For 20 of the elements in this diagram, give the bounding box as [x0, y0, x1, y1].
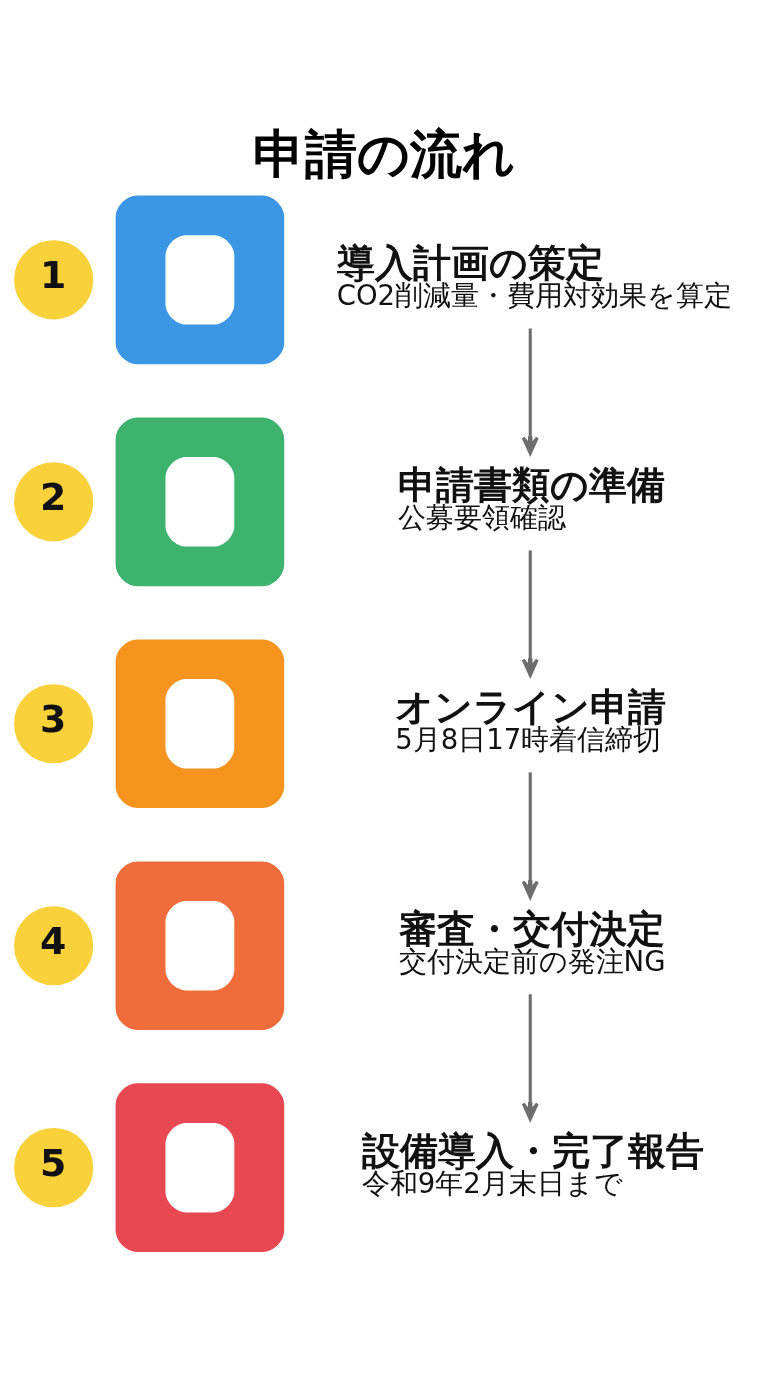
node-text: オンライン申請 5月8日17時着信締切: [395, 684, 667, 755]
node-circle: 2: [14, 461, 94, 541]
arrow: [521, 549, 539, 677]
node-circle: 3: [14, 683, 94, 763]
arrow: [521, 993, 539, 1121]
node-text: 設備導入・完了報告 令和9年2月末日まで: [361, 1128, 704, 1199]
arrow: [521, 771, 539, 899]
node-picture: [115, 638, 285, 808]
node-picture: [115, 417, 285, 586]
diagram-title: 申請の流れ: [253, 123, 516, 184]
node-picture: [115, 195, 285, 364]
node-text: 申請書類の準備 公募要領確認: [397, 462, 665, 533]
node-picture: [115, 1082, 285, 1252]
node-circle: 5: [14, 1127, 94, 1207]
node-text: 審査・交付決定 交付決定前の発注NG: [398, 906, 666, 977]
arrow: [521, 327, 539, 455]
node-circle: 1: [14, 239, 94, 319]
node-circle: 4: [14, 905, 94, 985]
node-picture: [115, 860, 285, 1030]
node-text: 導入計画の策定 CO2削減量・費用対効果を算定: [336, 240, 733, 311]
